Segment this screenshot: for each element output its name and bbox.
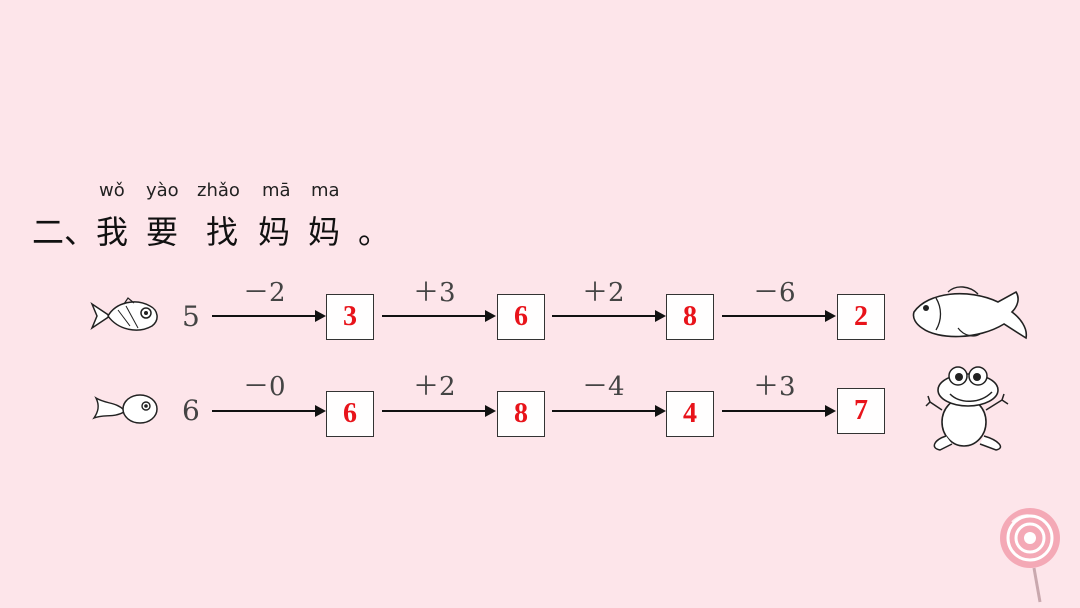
pinyin-syllable: yào	[146, 180, 179, 201]
title-prefix: 二、	[32, 213, 97, 251]
lollipop-icon	[1000, 508, 1060, 603]
answer-box: 4	[666, 391, 714, 437]
operation-label: －4	[582, 372, 625, 402]
title-char: 妈	[308, 213, 341, 251]
arrow-icon	[212, 310, 326, 322]
small-fish-icon	[90, 297, 158, 331]
title-char: 妈	[258, 213, 291, 251]
answer-box: 7	[837, 388, 885, 434]
title-char: 。	[358, 213, 391, 251]
start-number: 5	[182, 300, 200, 333]
pinyin-syllable: ma	[311, 180, 340, 201]
big-fish-icon	[912, 286, 1028, 340]
arrow-icon	[552, 405, 666, 417]
arrow-icon	[722, 310, 836, 322]
answer-box: 8	[497, 391, 545, 437]
pinyin-syllable: mā	[262, 180, 291, 201]
operation-label: ＋2	[582, 278, 625, 308]
pinyin-syllable: wǒ	[99, 180, 125, 201]
operation-label: ＋3	[753, 372, 796, 402]
title-char: 找	[206, 213, 239, 251]
title-char: 我	[96, 213, 129, 251]
operation-label: －2	[243, 278, 286, 308]
arrow-icon	[552, 310, 666, 322]
arrow-icon	[212, 405, 326, 417]
start-number: 6	[182, 394, 200, 427]
arrow-icon	[722, 405, 836, 417]
operation-label: ＋3	[413, 278, 456, 308]
answer-box: 6	[326, 391, 374, 437]
operation-label: －6	[753, 278, 796, 308]
operation-label: ＋2	[413, 372, 456, 402]
answer-box: 3	[326, 294, 374, 340]
frog-icon	[925, 366, 1009, 451]
arrow-icon	[382, 405, 496, 417]
arrow-icon	[382, 310, 496, 322]
answer-box: 2	[837, 294, 885, 340]
tadpole-icon	[92, 394, 158, 424]
answer-box: 8	[666, 294, 714, 340]
operation-label: －0	[243, 372, 286, 402]
answer-box: 6	[497, 294, 545, 340]
pinyin-syllable: zhǎo	[197, 180, 240, 201]
title-char: 要	[146, 213, 179, 251]
